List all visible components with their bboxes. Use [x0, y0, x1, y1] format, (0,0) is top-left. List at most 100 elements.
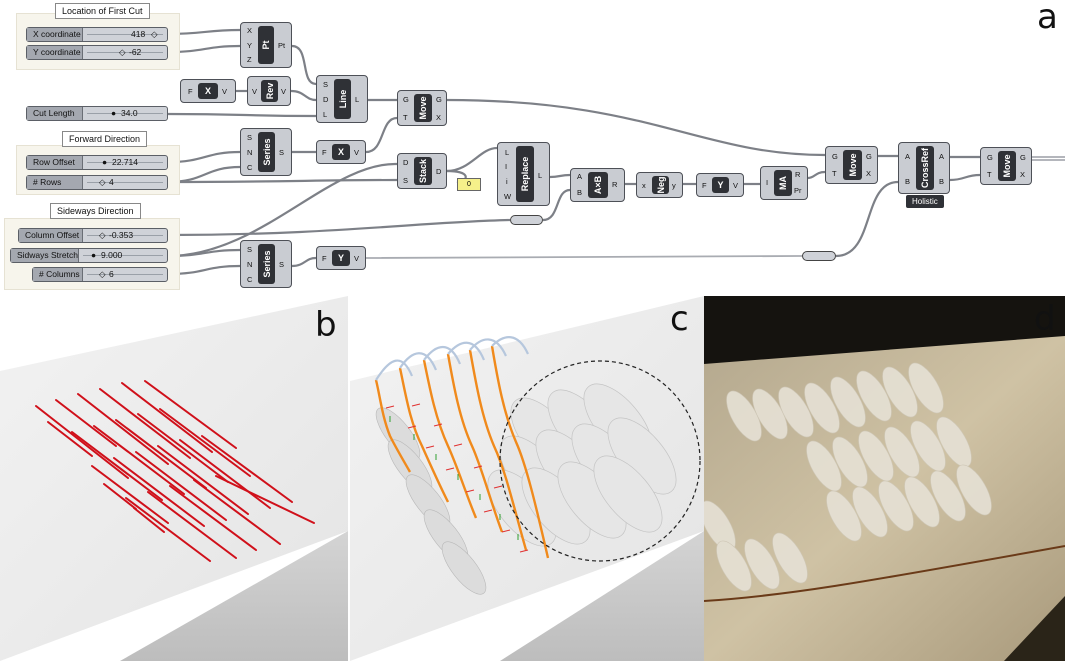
pocket-ellipse: [441, 541, 487, 595]
carved-pocket: [726, 390, 762, 442]
component-y-vector[interactable]: F Y V: [696, 173, 744, 197]
port-s-out: S: [279, 148, 285, 157]
slider-grip-icon[interactable]: ◇: [151, 29, 158, 39]
slider-grip-icon[interactable]: ◇: [99, 269, 106, 279]
component-line[interactable]: S D L Line L: [316, 75, 368, 123]
slider-grip-icon[interactable]: ◇: [99, 177, 106, 187]
frame-markers-green: [389, 416, 519, 540]
component-mass-addition[interactable]: I MA R Pr: [760, 166, 808, 200]
component-name: CrossRef: [920, 147, 930, 189]
slider-track: [87, 113, 163, 114]
port-v: V: [252, 87, 258, 96]
component-name: Stack: [418, 158, 428, 184]
component-stack[interactable]: D S Stack D: [397, 153, 447, 189]
frame-markers: [385, 403, 529, 553]
panel-a-node-graph: Location of First Cut X coordinate 418 ◇…: [0, 0, 1065, 296]
slider-label: X coordinate: [27, 28, 83, 41]
component-multiply[interactable]: A B A×B R: [570, 168, 625, 202]
cut-line: [201, 435, 293, 503]
carved-pocket: [752, 388, 788, 440]
cut-line: [147, 491, 237, 559]
toolpath-orange: [374, 345, 550, 559]
slider-label: Y coordinate: [27, 46, 83, 59]
component-x-vector-2[interactable]: F X V: [316, 140, 366, 164]
slider-track: [87, 52, 163, 53]
cut-line: [91, 465, 169, 524]
wire: [365, 116, 398, 154]
slider-value: 6: [109, 269, 114, 279]
carved-pocket: [852, 486, 888, 538]
slider-grip-icon[interactable]: ◇: [119, 47, 126, 57]
component-move-1[interactable]: G T Move G X: [397, 90, 447, 126]
carved-pocket: [804, 382, 840, 434]
port-v: V: [354, 148, 360, 157]
toolpath-render: [350, 296, 704, 661]
wire: [167, 162, 398, 258]
toolpath-curve: [490, 345, 550, 559]
slider-x-coordinate[interactable]: X coordinate 418 ◇: [26, 27, 168, 42]
port-g-out: G: [866, 152, 872, 161]
panel-c-toolpaths: c: [350, 296, 704, 661]
slider-y-coordinate[interactable]: Y coordinate ◇ -62: [26, 45, 168, 60]
wire: [807, 170, 826, 180]
port-l-out: L: [355, 95, 360, 104]
component-y-vector-2[interactable]: F Y V: [316, 246, 366, 270]
slider-track: [83, 255, 163, 256]
carved-wood-photo: [704, 296, 1065, 661]
retract-curve: [375, 359, 414, 381]
slider-grip-icon[interactable]: ●: [102, 157, 108, 167]
cut-line: [125, 497, 211, 562]
slider-grip-icon[interactable]: ●: [111, 108, 117, 118]
panel-letter-a: a: [1037, 0, 1058, 37]
port-a: A: [577, 172, 583, 181]
integer-panel[interactable]: 0: [457, 178, 481, 191]
component-crossref[interactable]: A B CrossRef A B: [898, 142, 950, 194]
port-t: T: [832, 169, 837, 178]
component-series-1[interactable]: S N C Series S: [240, 128, 292, 176]
slider-grip-icon[interactable]: ◇: [99, 230, 106, 240]
relay-node[interactable]: [510, 215, 543, 225]
component-x-vector[interactable]: F X V: [180, 79, 236, 103]
toolpath-curve: [374, 379, 412, 473]
component-move-2[interactable]: G T Move G X: [825, 146, 878, 184]
slider-sideways-stretch[interactable]: Sidways Stretch ● 9.000: [10, 248, 168, 263]
wire: [167, 112, 317, 118]
slider-row-offset[interactable]: Row Offset ● 22.714: [26, 155, 168, 170]
carved-pocket-group: [704, 362, 992, 592]
component-name: Pt: [261, 40, 271, 50]
component-move-3[interactable]: G T Move G X: [980, 147, 1032, 185]
cut-line: [144, 380, 237, 449]
marker: [389, 416, 519, 540]
cut-line: [93, 425, 185, 495]
retract-curve: [447, 341, 486, 361]
port-g: G: [832, 152, 838, 161]
port-s-out: S: [279, 260, 285, 269]
port-f: F: [702, 181, 707, 190]
slider-rows[interactable]: # Rows ◇ 4: [26, 175, 168, 190]
port-g: G: [987, 153, 993, 162]
slider-value: 22.714: [112, 157, 138, 167]
port-n: N: [247, 148, 253, 157]
port-c: C: [247, 275, 253, 284]
component-replace[interactable]: L I i W Replace L: [497, 142, 550, 206]
slider-grip-icon[interactable]: ●: [91, 250, 97, 260]
slider-label: Column Offset: [19, 229, 83, 242]
component-name: Series: [261, 138, 272, 166]
relay-node-2[interactable]: [802, 251, 836, 261]
component-series-2[interactable]: S N C Series S: [240, 240, 292, 288]
slider-cut-length[interactable]: Cut Length ● 34.0: [26, 106, 168, 121]
port-n: N: [247, 260, 253, 269]
port-c: C: [247, 163, 253, 172]
component-name: Neg: [655, 176, 666, 194]
component-pt[interactable]: X Y Z Pt Pt: [240, 22, 292, 68]
port-w: W: [504, 192, 512, 201]
slider-columns[interactable]: # Columns ◇ 6: [32, 267, 168, 282]
port-a-out: A: [939, 152, 945, 161]
port-t: T: [987, 170, 992, 179]
slider-column-offset[interactable]: Column Offset ◇ -0.353: [18, 228, 168, 243]
slider-label: Cut Length: [27, 107, 83, 120]
component-rev[interactable]: V Rev V: [247, 76, 291, 106]
cut-line: [115, 419, 207, 489]
component-negative[interactable]: x Neg y: [636, 172, 683, 198]
carved-pocket: [772, 532, 808, 584]
